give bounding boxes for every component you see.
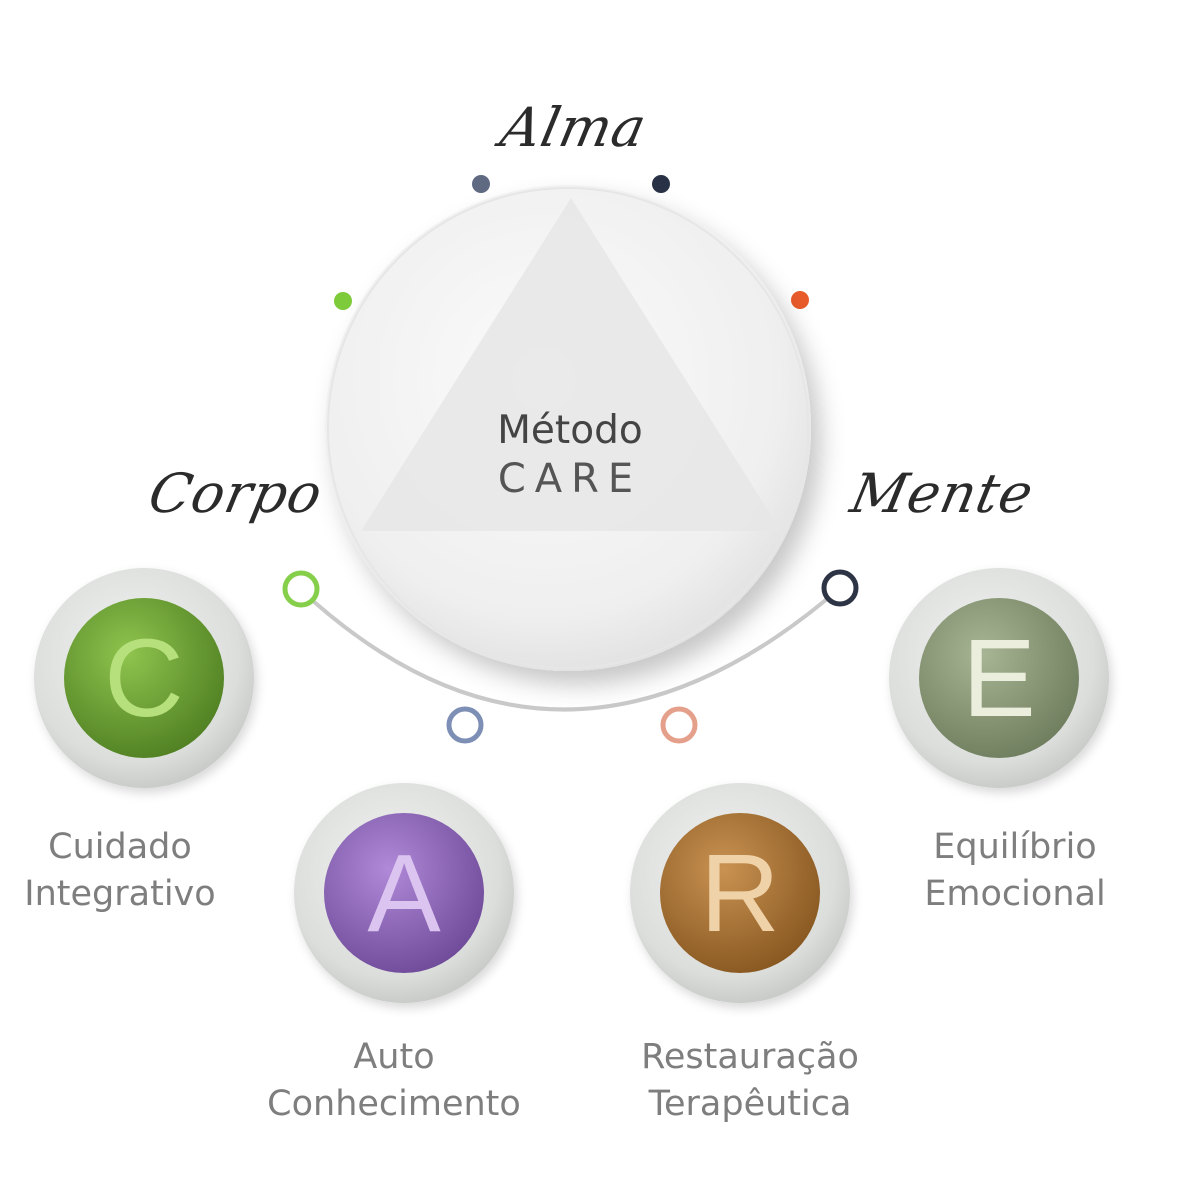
ring-dot-blue <box>446 706 484 744</box>
center-label: Método CARE <box>420 405 720 501</box>
pillar-c-badge: C <box>34 568 254 788</box>
caption-r-line2: Terapêutica <box>648 1084 852 1124</box>
pillar-e-letter: E <box>962 617 1035 740</box>
ring-dot-navy <box>821 569 859 607</box>
caption-a: Auto Conhecimento <box>234 1034 554 1128</box>
pillar-r-badge: R <box>630 783 850 1003</box>
pillar-e-badge: E <box>889 568 1109 788</box>
triangle-shape <box>361 198 781 531</box>
caption-e-line2: Emocional <box>924 874 1106 914</box>
caption-e-line1: Equilíbrio <box>933 827 1097 867</box>
pillar-a-badge: A <box>294 783 514 1003</box>
caption-c: Cuidado Integrativo <box>0 824 280 918</box>
center-title: Método <box>497 408 643 453</box>
caption-r: Restauração Terapêutica <box>590 1034 910 1128</box>
caption-c-line1: Cuidado <box>48 827 192 867</box>
caption-a-line1: Auto <box>353 1037 435 1077</box>
dot-slate <box>472 175 490 193</box>
label-alma: Alma <box>495 96 653 159</box>
pillar-a-letter: A <box>367 832 441 955</box>
caption-a-line2: Conhecimento <box>267 1084 521 1124</box>
center-subtitle: CARE <box>497 456 643 502</box>
caption-r-line1: Restauração <box>641 1037 859 1077</box>
pillar-r-letter: R <box>700 832 779 955</box>
ring-dot-green <box>282 570 320 608</box>
label-mente: Mente <box>845 462 1040 525</box>
central-disc <box>325 185 811 671</box>
label-corpo: Corpo <box>143 462 329 525</box>
pillar-c-letter: C <box>104 617 183 740</box>
connector-arc <box>299 586 842 712</box>
ring-dot-peach <box>660 706 698 744</box>
caption-c-line2: Integrativo <box>24 874 216 914</box>
dot-orange <box>791 291 809 309</box>
caption-e: Equilíbrio Emocional <box>855 824 1175 918</box>
dot-green <box>334 292 352 310</box>
dot-navy <box>652 175 670 193</box>
